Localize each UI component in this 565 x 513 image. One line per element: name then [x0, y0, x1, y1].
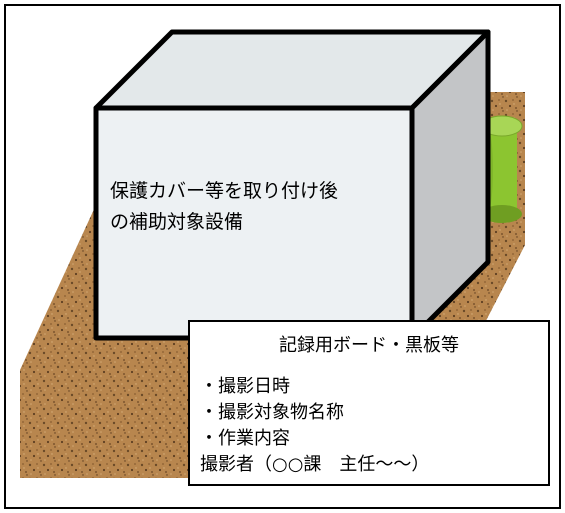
equipment-label-line2: の補助対象設備 — [110, 211, 244, 233]
record-board-items: ・撮影日時 ・撮影対象物名称 ・作業内容 撮影者（○○課 主任～～） — [200, 374, 429, 478]
equipment-label-line1: 保護カバー等を取り付け後 — [110, 180, 339, 202]
record-item-datetime: ・撮影日時 — [200, 376, 290, 397]
record-item-subject: ・撮影対象物名称 — [200, 402, 344, 423]
record-item-photographer: 撮影者（○○課 主任～～） — [200, 454, 430, 475]
record-item-work: ・作業内容 — [200, 428, 290, 449]
record-board: 記録用ボード・黒板等 ・撮影日時 ・撮影対象物名称 ・作業内容 撮影者（○○課 … — [188, 320, 550, 486]
record-board-title: 記録用ボード・黒板等 — [279, 335, 459, 356]
equipment-label: 保護カバー等を取り付け後 の補助対象設備 — [110, 176, 410, 238]
